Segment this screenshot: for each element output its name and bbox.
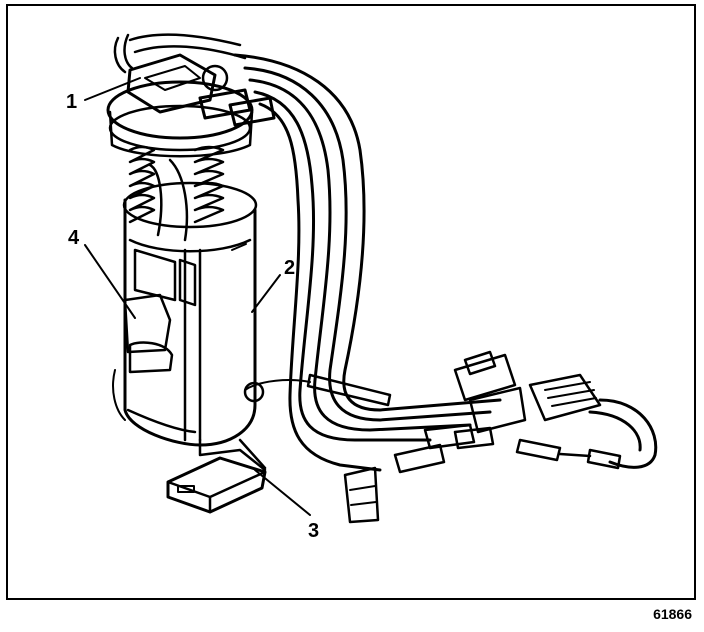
hose-connectors (343, 350, 658, 524)
fuel-level-sensor (112, 293, 197, 434)
figure-id: 61866 (653, 606, 692, 622)
leader-lines (84, 77, 311, 516)
leader-line-4 (84, 244, 136, 319)
leader-line-3 (254, 469, 311, 516)
callout-4: 4 (68, 227, 80, 249)
callout-1: 1 (66, 91, 77, 113)
module-flange (106, 33, 276, 158)
callout-2: 2 (284, 257, 295, 279)
leader-line-2 (251, 274, 281, 313)
diagram-frame (6, 4, 696, 600)
callout-3: 3 (308, 520, 319, 542)
fuel-strainer (166, 438, 267, 514)
fuel-reservoir (122, 181, 258, 447)
leader-line-1 (84, 77, 141, 101)
